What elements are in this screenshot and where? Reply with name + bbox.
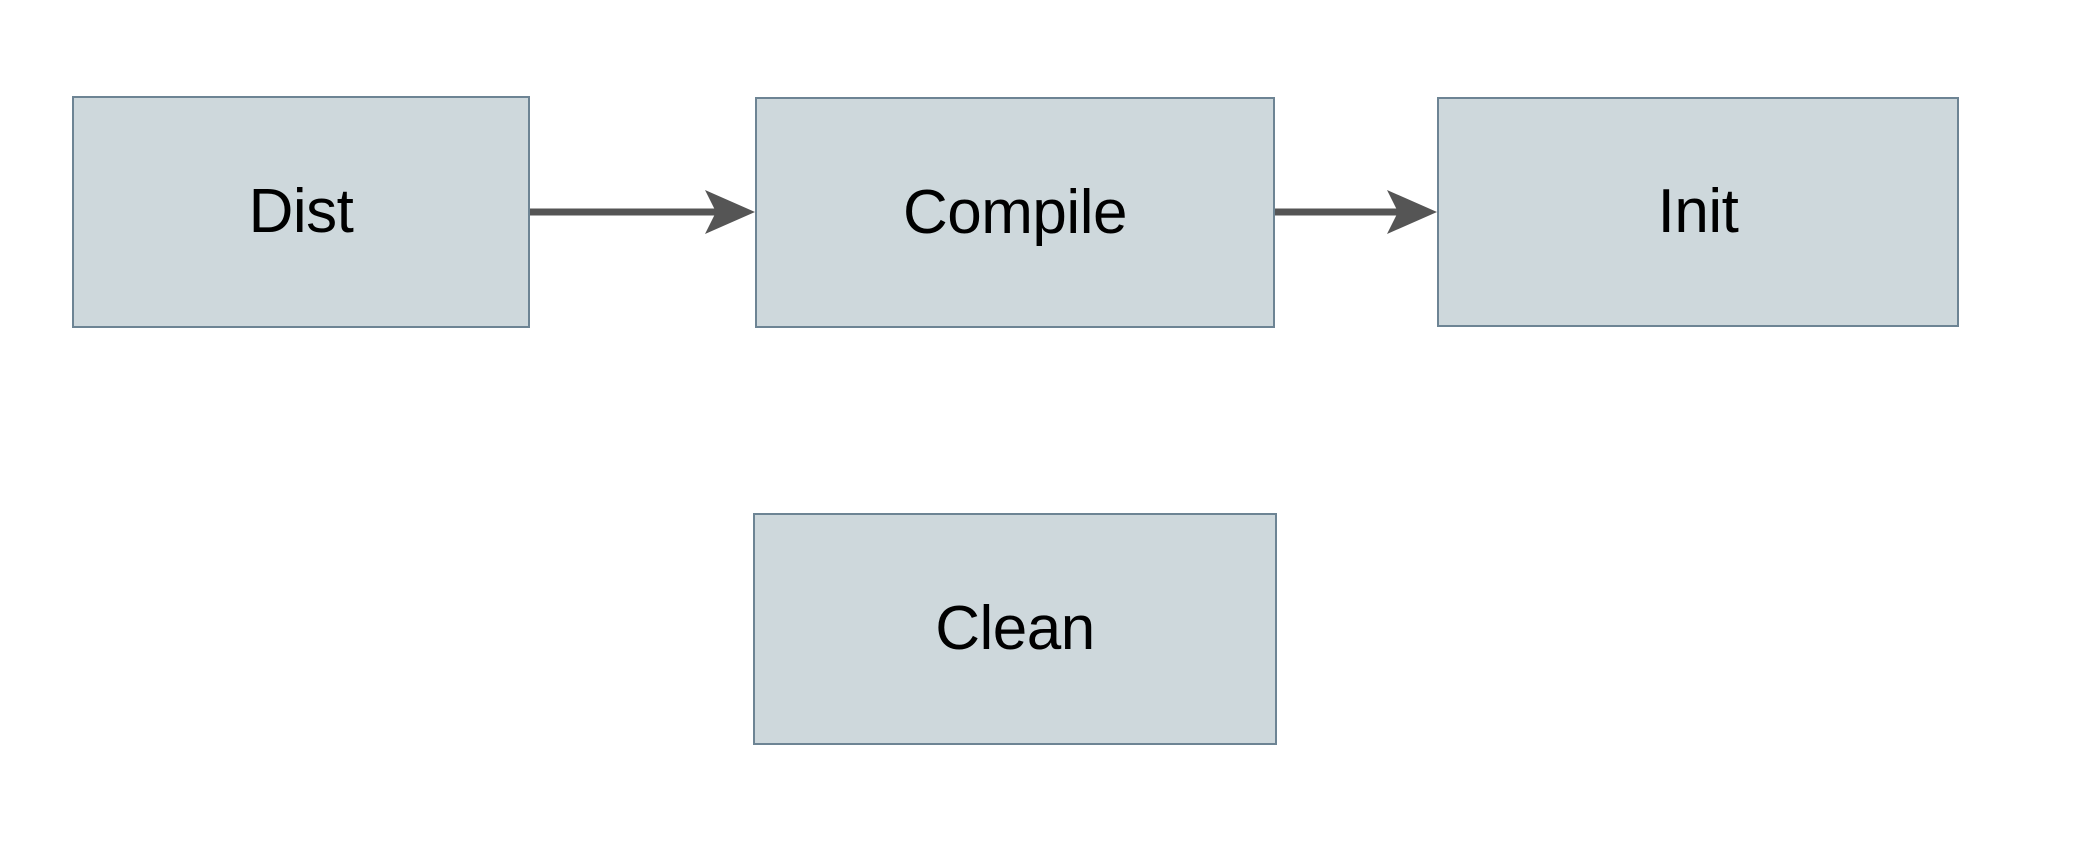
node-label-compile: Compile xyxy=(903,177,1127,247)
node-label-dist: Dist xyxy=(248,177,354,246)
node-label-clean: Clean xyxy=(935,594,1095,663)
arrowhead-icon-compile-to-init xyxy=(1387,190,1437,234)
node-init[interactable]: Init xyxy=(1437,97,1959,327)
node-label-init: Init xyxy=(1657,177,1739,246)
node-clean[interactable]: Clean xyxy=(753,513,1277,745)
arrowhead-icon-dist-to-compile xyxy=(705,190,755,234)
node-compile[interactable]: Compile xyxy=(755,97,1275,328)
node-dist[interactable]: Dist xyxy=(72,96,530,328)
edge-compile-to-init[interactable] xyxy=(1275,190,1437,234)
edge-dist-to-compile[interactable] xyxy=(530,190,755,234)
